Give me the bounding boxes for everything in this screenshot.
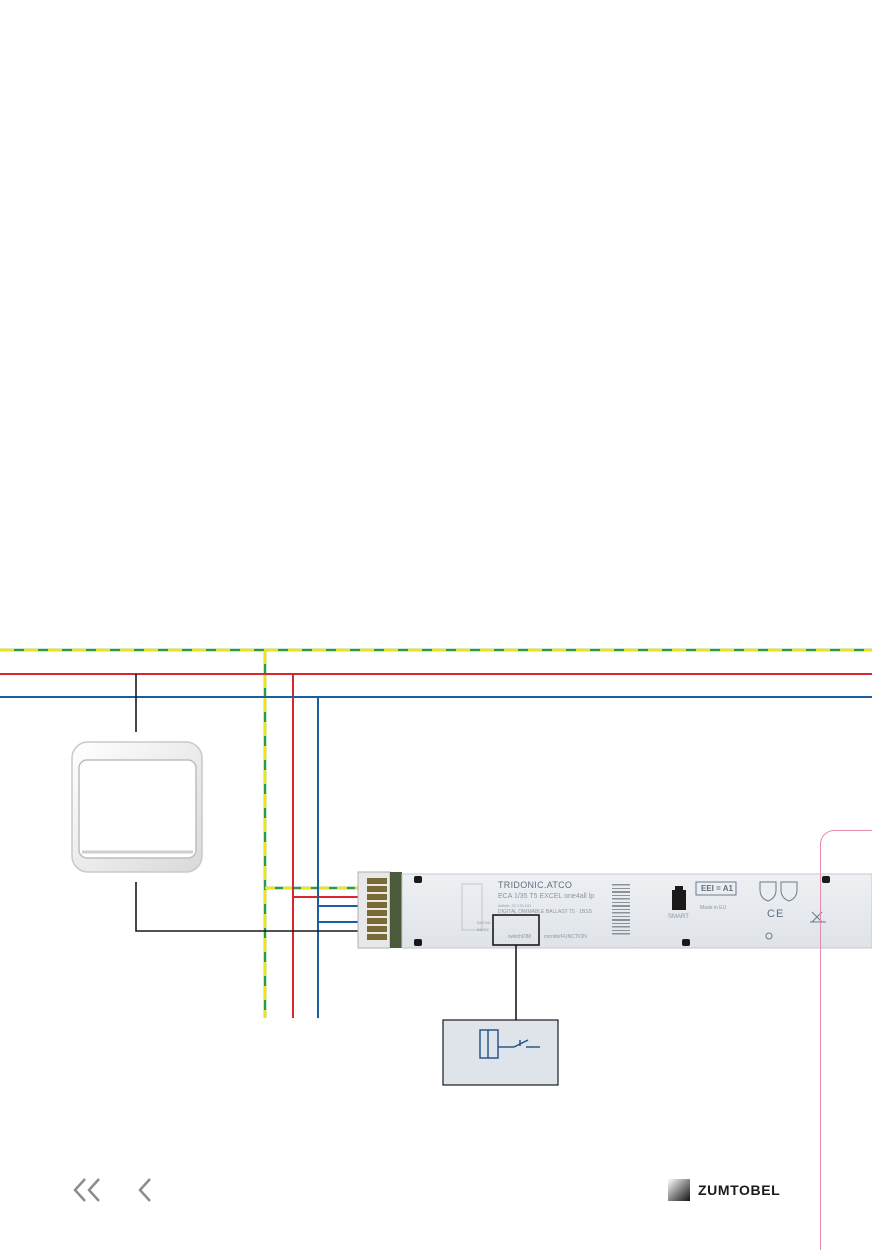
ballast-brand: TRIDONIC.ATCO xyxy=(498,880,573,890)
ballast-article: Article: 22 176 101 xyxy=(498,903,532,908)
nav-prev-button[interactable] xyxy=(132,1170,158,1210)
switchdim-detail-box xyxy=(442,1019,559,1086)
approval-mark-icon xyxy=(765,932,773,940)
ballast-digital-line: DIGITAL DIMMABLE BALLAST T5 · 1BSS xyxy=(498,909,593,915)
brand-name: ZUMTOBEL xyxy=(698,1182,781,1198)
double-chevron-left-icon xyxy=(73,1178,100,1202)
switchdim-label: switchDIM xyxy=(508,934,532,940)
smart-connector-icon xyxy=(672,886,686,910)
eei-label: EEI = A1 xyxy=(701,884,733,893)
certification-shield-icon xyxy=(780,881,798,902)
side-panel-edge xyxy=(820,830,872,1250)
corridor-function-label: corridorFUNCTION xyxy=(544,934,587,940)
ballast-terminal-1: DA1/N1 xyxy=(477,920,492,925)
switch-wires xyxy=(135,674,366,932)
ce-mark: C E xyxy=(767,908,783,920)
live-bus xyxy=(0,673,872,1018)
switchdim-callout xyxy=(442,945,559,1086)
chevron-left-icon xyxy=(138,1178,151,1202)
relay-contact-icon xyxy=(479,1029,540,1059)
nav-first-button[interactable] xyxy=(66,1170,106,1210)
smart-label: SMART xyxy=(668,914,689,920)
earth-bus xyxy=(0,648,872,1018)
zumtobel-logo: ZUMTOBEL xyxy=(668,1178,780,1202)
ballast-terminal-2: DA/N2 xyxy=(477,927,489,932)
ballast-unit xyxy=(401,873,872,949)
terminal-block xyxy=(357,871,402,949)
barcode xyxy=(612,884,630,935)
certification-shield-icon xyxy=(759,881,777,902)
wall-switch[interactable] xyxy=(71,741,203,873)
ballast-model: ECA 1/35 T5 EXCEL one4all lp xyxy=(498,893,595,900)
made-in-label: Made in EU xyxy=(700,905,727,911)
zumtobel-logo-icon xyxy=(668,1179,690,1201)
